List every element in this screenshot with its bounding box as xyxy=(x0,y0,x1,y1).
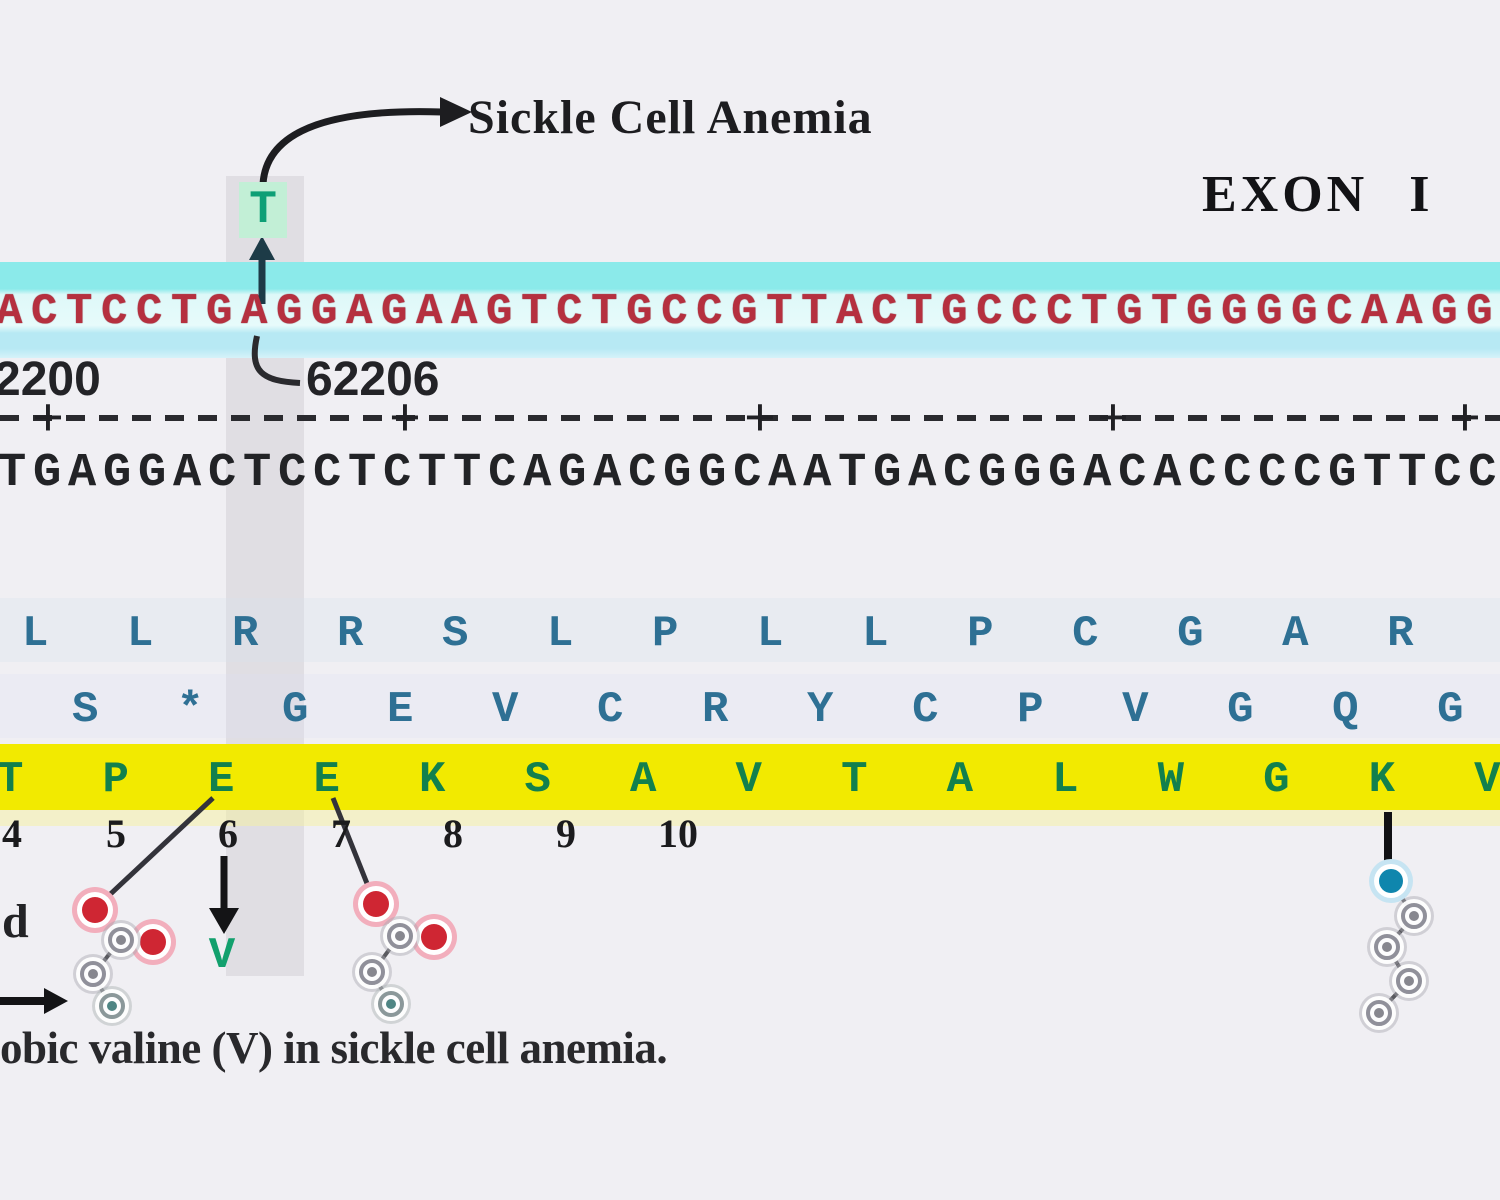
codon-number-10: 10 xyxy=(658,811,698,856)
background-strip xyxy=(0,598,1500,662)
carbon-atom-icon xyxy=(378,991,404,1017)
carbon-atom-icon xyxy=(359,959,385,985)
carbon-atom-icon xyxy=(99,993,125,1019)
ruler-plus-tick: + xyxy=(1097,387,1129,449)
oxygen-atom-icon xyxy=(363,891,389,917)
ruler-plus-tick: + xyxy=(744,387,776,449)
ruler-plus-tick: + xyxy=(1449,387,1481,449)
carbon-atom-icon xyxy=(387,923,413,949)
reading-frame-1: L L R R S L P L L P C G A R xyxy=(22,609,1414,659)
mutant-residue-v: V xyxy=(208,931,236,981)
carbon-atom-icon xyxy=(1374,934,1400,960)
glutamate1-bonds xyxy=(92,910,151,1005)
carbon-atom-icon xyxy=(108,927,134,953)
carbon-atom-icon xyxy=(1366,1000,1392,1026)
nitrogen-atom-icon xyxy=(1379,869,1403,893)
protein-highlight-bar-fade xyxy=(0,810,1500,826)
glutamate2-bonds xyxy=(371,905,431,1003)
ruler-plus-tick: + xyxy=(389,387,421,449)
background-strip xyxy=(0,674,1500,738)
carbon-atom-icon xyxy=(1401,903,1427,929)
oxygen-atom-icon xyxy=(140,929,166,955)
caption-text: obic valine (V) in sickle cell anemia. xyxy=(0,1023,668,1073)
mutant-base-letter: T xyxy=(249,184,277,236)
oxygen-atom-icon xyxy=(421,924,447,950)
sequence-ruler xyxy=(0,415,1500,421)
ruler-plus-tick: + xyxy=(32,387,64,449)
sense-strand-sequence: ACTCCTGAGGAGAAGTCTGCCGTTACTGCCCTGTGGGGCA… xyxy=(0,287,1500,337)
protein-sequence-row: T P E E K S A V T A L W G K V xyxy=(0,755,1500,805)
sickle-cell-annotation: Sickle Cell Anemia xyxy=(468,91,873,144)
left-text-fragment: d xyxy=(2,895,29,948)
carbon-atom-icon xyxy=(1396,968,1422,994)
codon-number-7: 7 xyxy=(331,811,351,856)
codon-number-9: 9 xyxy=(556,811,576,856)
codon-number-5: 5 xyxy=(106,811,126,856)
exon-label: EXON I xyxy=(1202,166,1434,223)
carbon-atom-icon xyxy=(80,961,106,987)
codon-number-8: 8 xyxy=(443,811,463,856)
sickle-annotation-arrow-shaft xyxy=(259,108,443,185)
sense-strand-highlight-band xyxy=(0,262,1500,358)
reading-frame-2: S * G E V C R Y C P V G Q G xyxy=(72,685,1464,735)
left-caption-arrowhead xyxy=(44,988,68,1014)
codon-number-6: 6 xyxy=(218,811,238,856)
mutant-base-t: T xyxy=(239,182,287,238)
coordinate-left: 2200 xyxy=(0,353,101,406)
template-strand-sequence: TGAGGACTCCTCTTCAGACGGCAATGACGGGACACCCCGT… xyxy=(0,447,1500,500)
coordinate-right: 62206 xyxy=(306,353,440,406)
codon-number-4: 4 xyxy=(2,811,22,856)
protein-highlight-bar xyxy=(0,744,1500,810)
oxygen-atom-icon xyxy=(82,897,108,923)
